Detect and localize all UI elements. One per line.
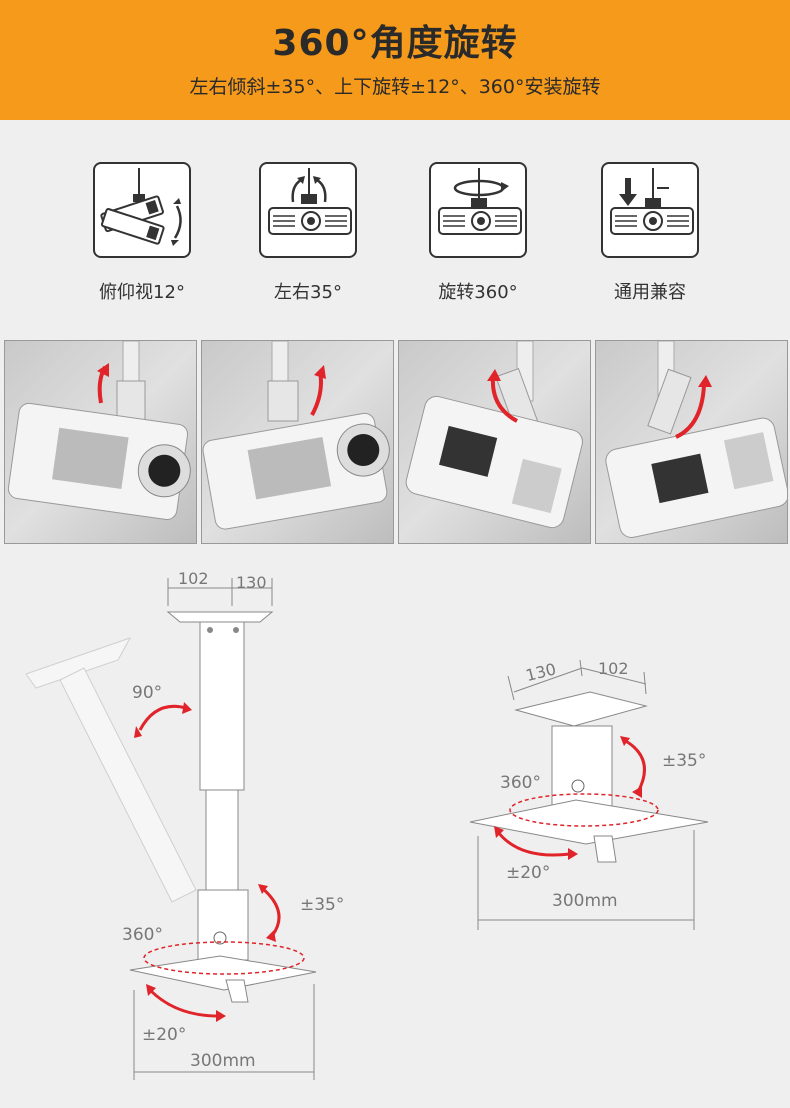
tilt-icon [93,162,191,258]
photo-rotate-right [595,340,788,544]
feature-label: 通用兼容 [614,282,686,303]
feature-swivel: 左右35° [228,162,388,304]
left-angle-rotate: 360° [122,925,163,945]
left-dim-top-b: 130 [236,573,267,592]
swivel-icon [259,162,357,258]
feature-rotate: 旋转360° [398,162,558,304]
compatible-icon [601,162,699,258]
right-mount-diagram: 130 102 ±35° 360° ±20° [469,659,709,930]
photo-tilt-right [201,340,394,544]
right-dim-width: 300mm [552,891,618,911]
feature-row: 俯仰视12° 左右35° [0,162,790,322]
right-angle-swivel: ±35° [662,751,706,771]
photo-rotate-left [398,340,591,544]
page-subtitle: 左右倾斜±35°、上下旋转±12°、360°安装旋转 [189,76,601,98]
rotate-icon [429,162,527,258]
dimension-diagrams: 102 130 [0,560,790,1104]
left-dim-top-a: 102 [178,569,209,588]
left-angle-tilt: ±20° [142,1025,186,1045]
feature-label: 旋转360° [438,282,518,303]
feature-tilt: 俯仰视12° [62,162,222,304]
header-banner: 360°角度旋转 左右倾斜±35°、上下旋转±12°、360°安装旋转 [0,0,790,120]
right-dim-top-a: 130 [524,659,558,685]
feature-label: 左右35° [274,282,342,303]
right-angle-tilt: ±20° [506,863,550,883]
right-dim-top-b: 102 [598,659,629,678]
left-angle-pole: 90° [132,683,162,703]
left-mount-diagram: 102 130 [25,569,344,1080]
feature-label: 俯仰视12° [99,282,185,303]
left-angle-swivel: ±35° [300,895,344,915]
page-title: 360°角度旋转 [272,23,518,64]
feature-compatible: 通用兼容 [570,162,730,304]
photo-row [4,340,790,546]
photo-tilt-left [4,340,197,544]
left-dim-width: 300mm [190,1051,256,1071]
right-angle-rotate: 360° [500,773,541,793]
mount-diagram-svg: 102 130 [25,569,709,1080]
